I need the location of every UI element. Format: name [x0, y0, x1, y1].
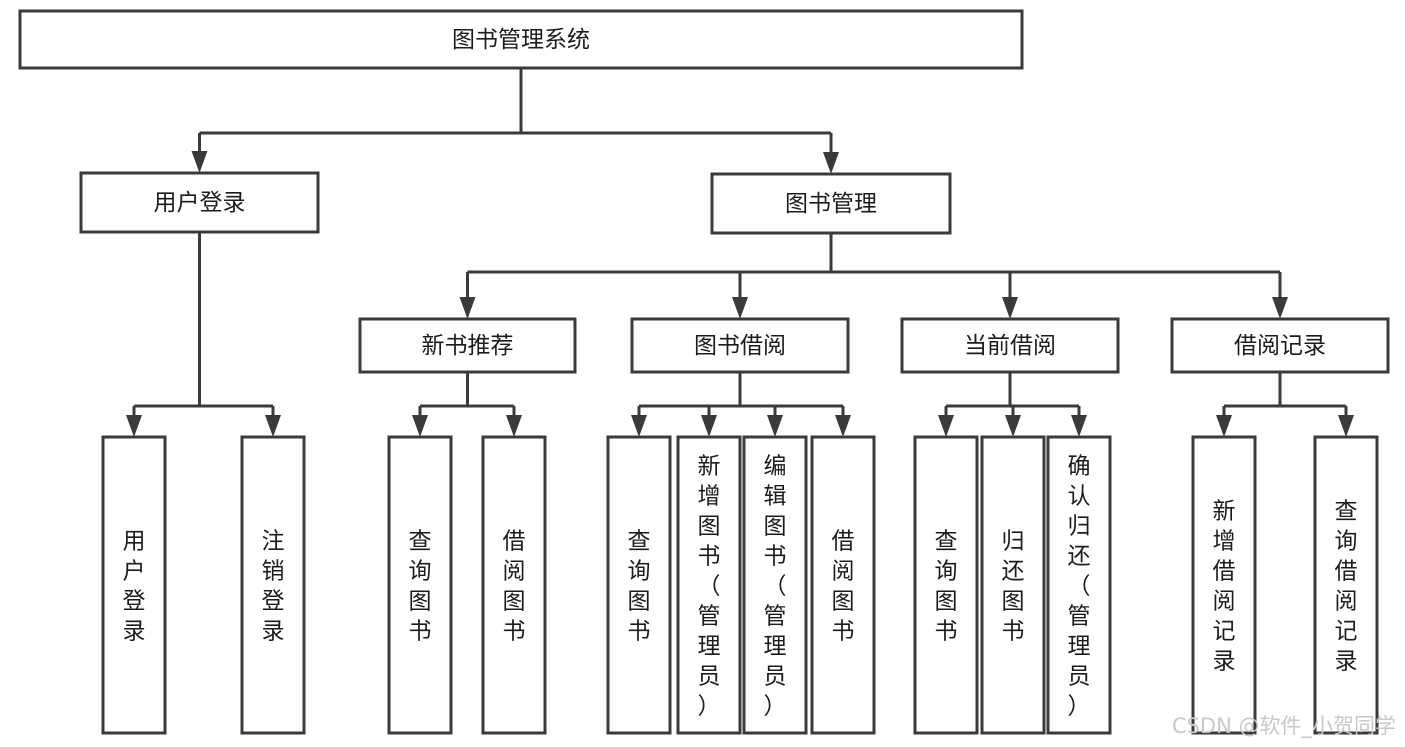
- node-label-bb-edit-book: 编辑图书（管理员）: [764, 453, 787, 719]
- node-box-nbr-query-book[interactable]: [387, 435, 453, 735]
- node-box-bb-add-book[interactable]: [676, 435, 742, 735]
- csdn-watermark: CSDN @软件_小贺同学: [1172, 714, 1396, 739]
- node-box-root[interactable]: [18, 9, 1024, 70]
- node-label-current-borrow: 当前借阅: [964, 333, 1056, 359]
- node-box-book-management[interactable]: [710, 172, 952, 235]
- connector-arrowhead: [835, 415, 851, 437]
- node-nbr-borrow-book[interactable]: 借阅图书: [481, 435, 547, 735]
- connector-arrowhead: [767, 415, 783, 437]
- connector-arrowhead: [732, 297, 748, 319]
- connector-arrowhead: [126, 415, 142, 437]
- node-box-br-add-record[interactable]: [1191, 435, 1257, 735]
- node-label-book-management: 图书管理: [785, 191, 877, 217]
- connector-arrowhead: [701, 415, 717, 437]
- node-cb-return-book[interactable]: 归还图书: [980, 435, 1046, 735]
- connector-arrowhead: [1338, 415, 1354, 437]
- node-cb-query-book[interactable]: 查询图书: [913, 435, 979, 735]
- node-label-user-login: 用户登录: [154, 190, 246, 216]
- node-box-new-book-recommend[interactable]: [358, 317, 577, 374]
- node-label-bb-borrow-book: 借阅图书: [832, 528, 855, 644]
- connector-arrowhead: [412, 415, 428, 437]
- node-label-new-book-recommend: 新书推荐: [422, 333, 514, 359]
- node-label-root: 图书管理系统: [452, 27, 590, 53]
- node-label-borrow-records: 借阅记录: [1234, 333, 1326, 359]
- node-box-user-login-do[interactable]: [101, 435, 167, 735]
- node-br-query-record[interactable]: 查询借阅记录: [1313, 435, 1379, 735]
- node-label-bb-add-book: 新增图书（管理员）: [698, 453, 721, 719]
- connector-arrowhead: [1071, 415, 1087, 437]
- nodes-layer: 图书管理系统用户登录用户登录注销登录图书管理新书推荐查询图书借阅图书图书借阅查询…: [18, 9, 1390, 735]
- node-new-book-recommend[interactable]: 新书推荐: [358, 317, 577, 374]
- node-root[interactable]: 图书管理系统: [18, 9, 1024, 70]
- node-label-cb-confirm-return: 确认归还（管理员）: [1068, 453, 1091, 719]
- node-label-br-add-record: 新增借阅记录: [1213, 498, 1236, 674]
- node-box-user-logout[interactable]: [240, 435, 306, 735]
- node-box-bb-edit-book[interactable]: [742, 435, 808, 735]
- node-user-login[interactable]: 用户登录: [79, 171, 320, 234]
- node-borrow-records[interactable]: 借阅记录: [1170, 317, 1390, 374]
- node-label-cb-query-book: 查询图书: [935, 528, 958, 644]
- connector-arrowhead: [938, 415, 954, 437]
- node-box-cb-query-book[interactable]: [913, 435, 979, 735]
- node-box-nbr-borrow-book[interactable]: [481, 435, 547, 735]
- node-bb-query-book[interactable]: 查询图书: [606, 435, 672, 735]
- node-label-user-login-do: 用户登录: [123, 528, 146, 644]
- node-box-cb-return-book[interactable]: [980, 435, 1046, 735]
- node-box-cb-confirm-return[interactable]: [1046, 435, 1112, 735]
- connector-arrowhead: [506, 415, 522, 437]
- node-label-br-query-record: 查询借阅记录: [1335, 498, 1358, 674]
- connector-arrowhead: [191, 151, 208, 173]
- node-nbr-query-book[interactable]: 查询图书: [387, 435, 453, 735]
- node-user-logout[interactable]: 注销登录: [240, 435, 306, 735]
- connector-arrowhead: [1272, 297, 1288, 319]
- connector-arrowhead: [265, 415, 281, 437]
- node-label-nbr-borrow-book: 借阅图书: [503, 528, 526, 644]
- node-label-bb-query-book: 查询图书: [628, 528, 651, 644]
- connector-arrowhead: [1005, 415, 1021, 437]
- node-box-bb-query-book[interactable]: [606, 435, 672, 735]
- node-current-borrow[interactable]: 当前借阅: [900, 317, 1120, 374]
- connector-arrowhead: [1216, 415, 1232, 437]
- node-box-bb-borrow-book[interactable]: [810, 435, 876, 735]
- node-book-borrow[interactable]: 图书借阅: [630, 317, 850, 374]
- node-bb-edit-book[interactable]: 编辑图书（管理员）: [742, 435, 808, 735]
- connector-arrowhead: [459, 297, 476, 319]
- node-br-add-record[interactable]: 新增借阅记录: [1191, 435, 1257, 735]
- connector-arrowhead: [1002, 297, 1018, 319]
- node-bb-add-book[interactable]: 新增图书（管理员）: [676, 435, 742, 735]
- node-book-management[interactable]: 图书管理: [710, 172, 952, 235]
- connector-arrowhead: [631, 415, 647, 437]
- node-box-borrow-records[interactable]: [1170, 317, 1390, 374]
- node-label-book-borrow: 图书借阅: [694, 333, 786, 359]
- node-label-user-logout: 注销登录: [262, 528, 285, 644]
- connector-arrowhead: [823, 152, 839, 174]
- node-box-current-borrow[interactable]: [900, 317, 1120, 374]
- node-label-cb-return-book: 归还图书: [1002, 528, 1025, 644]
- node-label-nbr-query-book: 查询图书: [409, 528, 432, 644]
- node-box-br-query-record[interactable]: [1313, 435, 1379, 735]
- node-box-user-login[interactable]: [79, 171, 320, 234]
- node-user-login-do[interactable]: 用户登录: [101, 435, 167, 735]
- node-box-book-borrow[interactable]: [630, 317, 850, 374]
- node-cb-confirm-return[interactable]: 确认归还（管理员）: [1046, 435, 1112, 735]
- connectors-layer: [126, 68, 1354, 437]
- node-bb-borrow-book[interactable]: 借阅图书: [810, 435, 876, 735]
